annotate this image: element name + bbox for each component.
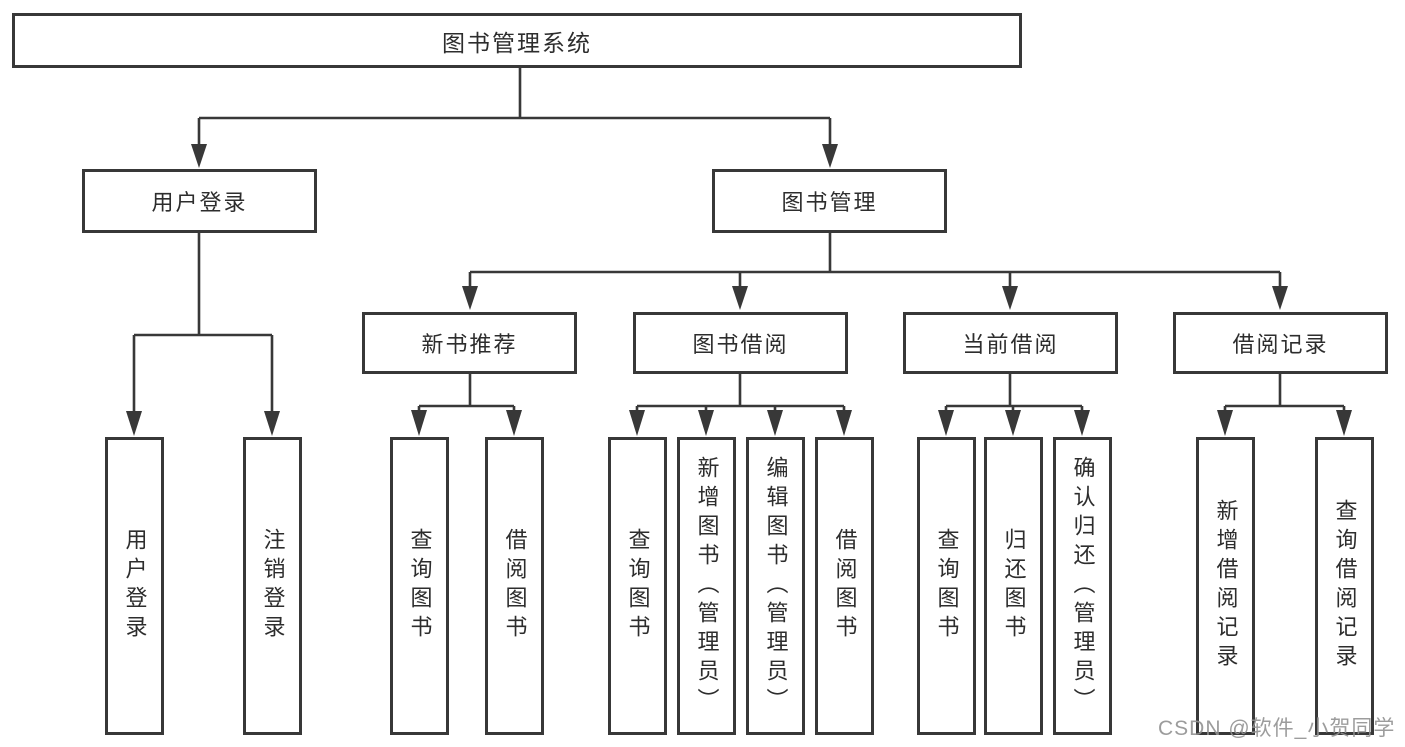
arrow-down-icon bbox=[462, 286, 478, 310]
leaf-label: 借阅图书 bbox=[502, 528, 528, 644]
node-label: 图书借阅 bbox=[692, 332, 789, 357]
leaf-label: 用户登录 bbox=[122, 528, 148, 644]
arrow-down-icon bbox=[506, 410, 522, 436]
arrow-down-icon bbox=[126, 411, 142, 436]
csdn-watermark: CSDN @软件_小贺同学 bbox=[1158, 717, 1396, 740]
leaf-query-books-recommend: 查询图书 bbox=[390, 437, 449, 735]
leaf-add-book-admin: 新增图书（管理员） bbox=[677, 437, 736, 735]
leaf-label: 确认归还（管理员） bbox=[1070, 455, 1096, 717]
node-current-borrowing: 当前借阅 bbox=[903, 312, 1118, 374]
arrow-down-icon bbox=[938, 410, 954, 436]
node-label: 图书管理系统 bbox=[442, 29, 592, 56]
leaf-query-books-borrow: 查询图书 bbox=[608, 437, 667, 735]
leaf-return-books: 归还图书 bbox=[984, 437, 1043, 735]
connector-newbooks-to-leaves bbox=[417, 374, 516, 413]
arrowheads bbox=[126, 144, 1352, 436]
node-label: 当前借阅 bbox=[962, 332, 1059, 357]
arrow-down-icon bbox=[822, 144, 838, 168]
leaf-label: 查询图书 bbox=[934, 528, 960, 644]
arrow-down-icon bbox=[1074, 410, 1090, 436]
leaf-query-borrow-record: 查询借阅记录 bbox=[1315, 437, 1374, 735]
node-new-book-recommendation: 新书推荐 bbox=[362, 312, 577, 374]
arrow-down-icon bbox=[1002, 286, 1018, 310]
node-book-management: 图书管理 bbox=[712, 169, 947, 233]
connector-bookmgmt-to-level3 bbox=[468, 233, 1282, 289]
arrow-down-icon bbox=[1272, 286, 1288, 310]
leaf-edit-book-admin: 编辑图书（管理员） bbox=[746, 437, 805, 735]
arrow-down-icon bbox=[191, 144, 207, 168]
leaf-borrow-books-recommend: 借阅图书 bbox=[485, 437, 544, 735]
leaf-label: 新增图书（管理员） bbox=[694, 455, 720, 717]
node-label: 新书推荐 bbox=[421, 332, 518, 357]
leaf-label: 归还图书 bbox=[1001, 528, 1027, 644]
leaf-label: 借阅图书 bbox=[832, 528, 858, 644]
arrow-down-icon bbox=[836, 410, 852, 436]
connector-bookborrow-to-leaves bbox=[635, 374, 846, 413]
leaf-label: 新增借阅记录 bbox=[1213, 499, 1239, 673]
arrow-down-icon bbox=[767, 410, 783, 436]
leaf-confirm-return-admin: 确认归还（管理员） bbox=[1053, 437, 1112, 735]
arrow-down-icon bbox=[1005, 410, 1021, 436]
leaf-query-books-current: 查询图书 bbox=[917, 437, 976, 735]
leaf-label: 查询图书 bbox=[625, 528, 651, 644]
arrow-down-icon bbox=[732, 286, 748, 310]
node-label: 用户登录 bbox=[151, 190, 248, 215]
connector-root-to-level2 bbox=[197, 67, 832, 146]
leaf-borrow-books: 借阅图书 bbox=[815, 437, 874, 735]
arrow-down-icon bbox=[264, 411, 280, 436]
arrow-down-icon bbox=[411, 410, 427, 436]
arrow-down-icon bbox=[1336, 410, 1352, 436]
connector-currentborrow-to-leaves bbox=[944, 374, 1084, 413]
leaf-label: 编辑图书（管理员） bbox=[763, 455, 789, 717]
node-book-borrowing: 图书借阅 bbox=[633, 312, 848, 374]
arrow-down-icon bbox=[1217, 410, 1233, 436]
leaf-add-borrow-record: 新增借阅记录 bbox=[1196, 437, 1255, 735]
node-label: 借阅记录 bbox=[1232, 332, 1329, 357]
connector-userlogin-to-leaves bbox=[132, 233, 274, 413]
arrow-down-icon bbox=[629, 410, 645, 436]
node-user-login: 用户登录 bbox=[82, 169, 317, 233]
leaf-label: 查询图书 bbox=[407, 528, 433, 644]
node-library-management-system: 图书管理系统 bbox=[12, 13, 1022, 68]
leaf-label: 查询借阅记录 bbox=[1332, 499, 1358, 673]
leaf-label: 注销登录 bbox=[260, 528, 286, 644]
leaf-logout: 注销登录 bbox=[243, 437, 302, 735]
node-label: 图书管理 bbox=[781, 190, 878, 215]
node-borrowing-records: 借阅记录 bbox=[1173, 312, 1388, 374]
arrow-down-icon bbox=[698, 410, 714, 436]
connector-borrowrecords-to-leaves bbox=[1223, 374, 1346, 413]
leaf-user-login: 用户登录 bbox=[105, 437, 164, 735]
